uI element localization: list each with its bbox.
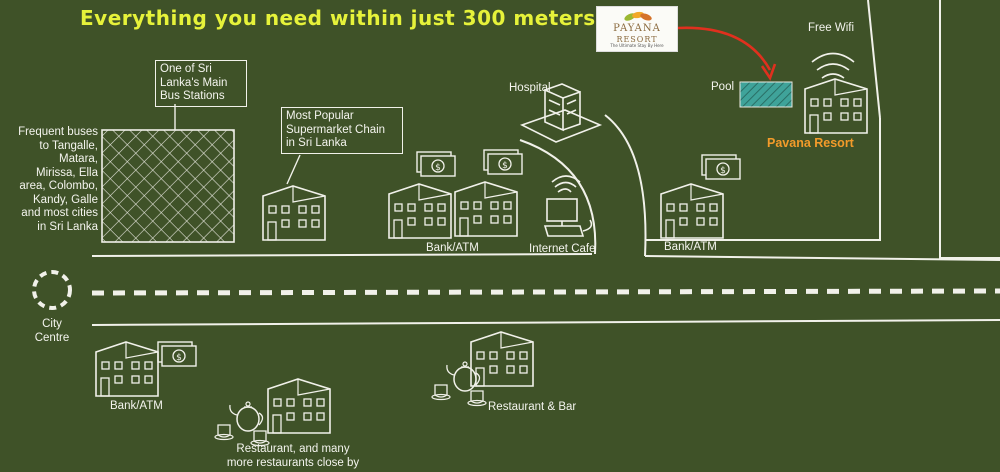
frequent-buses-text: Frequent buses to Tangalle, Matara, Miri… <box>18 126 98 233</box>
bank-atm-label: Bank/ATM <box>426 242 479 254</box>
bus-station-note: One of Sri Lanka's Main Bus Stations <box>155 60 247 107</box>
bank-atm-label: Bank/ATM <box>110 400 163 412</box>
resort-boundary <box>645 118 881 241</box>
logo-tagline: The Ultimate Stay By Here <box>610 43 664 48</box>
resort-boundary-top <box>867 0 881 119</box>
city-centre-icon <box>32 270 72 310</box>
resort-building-icon <box>804 78 868 134</box>
computer-icon <box>543 175 593 237</box>
city-centre-label: City Centre <box>34 318 70 344</box>
building-icon <box>454 181 518 237</box>
roads <box>91 0 1000 326</box>
pool-label: Pool <box>711 81 735 93</box>
supermarket-pointer <box>286 154 301 185</box>
upper-road-edge-right <box>644 255 1000 261</box>
building-icon <box>262 185 326 241</box>
arrow-icon <box>677 26 772 71</box>
curved-road-2 <box>604 114 647 257</box>
restaurants-label: Restaurant, and many more restaurants cl… <box>226 443 360 469</box>
building-icon <box>267 378 331 434</box>
curved-road-1 <box>519 139 597 255</box>
leaf-logo-icon <box>624 11 652 21</box>
free-wifi-label: Free Wifi <box>808 22 854 34</box>
teapot-icon <box>214 401 270 447</box>
page-heading: Everything you need within just 300 mete… <box>80 6 620 30</box>
money-icon <box>157 341 197 367</box>
money-icon <box>701 154 741 180</box>
building-icon <box>95 341 159 397</box>
bank-atm-label: Bank/ATM <box>664 241 717 253</box>
wifi-icon <box>811 52 855 79</box>
hospital-icon <box>519 83 603 143</box>
supermarket-note: Most Popular Supermarket Chain in Sri La… <box>281 107 403 154</box>
hospital-label: Hospital <box>509 82 551 94</box>
upper-road-edge <box>91 253 593 257</box>
money-icon <box>483 149 523 175</box>
right-boundary <box>939 0 1000 259</box>
pool-icon <box>739 81 793 108</box>
building-icon <box>388 183 452 239</box>
bus-station-lattice <box>101 129 235 243</box>
resort-name-label: Pavana Resort <box>767 136 854 150</box>
building-icon <box>660 183 724 239</box>
restaurant-bar-label: Restaurant & Bar <box>488 401 577 413</box>
road-centre-line <box>91 288 1000 296</box>
building-icon <box>470 331 534 387</box>
internet-cafe-label: Internet Cafe <box>529 243 596 255</box>
lower-road-edge <box>91 319 1000 326</box>
money-icon <box>416 151 456 177</box>
